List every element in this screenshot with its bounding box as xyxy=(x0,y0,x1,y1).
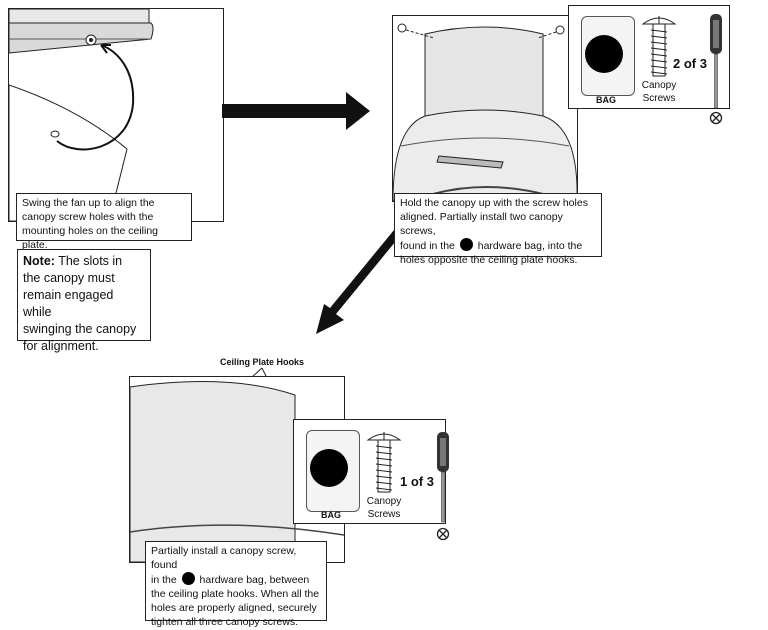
canopy-screw-icon xyxy=(641,16,677,77)
bag-dot-icon xyxy=(585,35,623,73)
screw-label-line2: Screws xyxy=(642,93,676,104)
canopy-drawing xyxy=(393,26,577,201)
step1-caption-line: canopy screw holes with the xyxy=(22,211,154,223)
step2-caption-text: found in the xyxy=(400,240,455,252)
screw-label-line1: Canopy xyxy=(366,496,402,507)
step3-caption-line: Partially install a canopy screw, found xyxy=(151,545,297,571)
step3-illustration xyxy=(129,376,345,563)
canopy-drawing-large xyxy=(130,381,344,562)
step2-hardware-box: BAG Canopy Screws 2 of 3 xyxy=(568,5,730,109)
screw-count: 1 of 3 xyxy=(400,474,434,489)
screwdriver-icon xyxy=(437,432,449,523)
step3-caption: Partially install a canopy screw, found … xyxy=(145,541,327,628)
screw-left-icon xyxy=(397,23,435,39)
bag-label: BAG xyxy=(596,95,616,105)
step2-caption-text: hardware bag, into the xyxy=(477,240,583,252)
step2-caption-line: aligned. Partially install two canopy sc… xyxy=(400,211,563,237)
note-line: swinging the canopy xyxy=(23,322,137,336)
diagonal-arrow-icon xyxy=(316,230,400,334)
right-arrow-icon xyxy=(222,92,370,130)
step1-caption-line: mounting holes on the ceiling plate. xyxy=(22,225,159,251)
note-line: The slots in xyxy=(58,254,123,268)
step1-caption-line: Swing the fan up to align the xyxy=(22,197,155,209)
hardware-bag-dot-icon xyxy=(181,572,195,585)
step3-caption-line: holes are properly aligned, securely xyxy=(151,602,317,614)
screw-count: 2 of 3 xyxy=(673,56,707,71)
hardware-bag-dot-icon xyxy=(459,238,473,251)
step2-caption: Hold the canopy up with the screw holes … xyxy=(394,193,602,266)
note-line: remain engaged while xyxy=(23,288,114,319)
bag-label: BAG xyxy=(321,510,341,520)
screwdriver-icon xyxy=(710,14,722,109)
screw-right-icon xyxy=(537,25,565,39)
step3-hardware-box: BAG Canopy Screws 1 of 3 xyxy=(293,419,446,524)
bag-dot-icon xyxy=(310,449,348,487)
note-line: for alignment. xyxy=(23,339,99,353)
step2-caption-line: Hold the canopy up with the screw holes xyxy=(400,197,588,209)
fan-swing-drawing xyxy=(9,9,154,221)
note-box: Note: The slots in the canopy must remai… xyxy=(17,249,151,353)
step3-caption-line2: in the hardware bag, between xyxy=(151,572,321,587)
step3-caption-line: tighten all three canopy screws. xyxy=(151,616,299,628)
step3-caption-line: the ceiling plate hooks. When all the xyxy=(151,588,320,600)
step2-caption-line: holes opposite the ceiling plate hooks. xyxy=(400,254,578,266)
screw-label-line1: Canopy xyxy=(641,80,677,91)
ceiling-plate-hooks-label: Ceiling Plate Hooks xyxy=(220,357,305,367)
step2-illustration xyxy=(392,15,578,202)
canopy-screw-icon xyxy=(366,432,402,493)
screw-label-line2: Screws xyxy=(367,509,401,520)
step3-caption-text: in the xyxy=(151,574,177,586)
step1-illustration xyxy=(8,8,224,222)
note-line: the canopy must xyxy=(23,271,115,285)
step2-caption-line3: found in the hardware bag, into the xyxy=(400,238,596,253)
step3-caption-text: hardware bag, between xyxy=(199,574,310,586)
note-label: Note: xyxy=(23,254,55,268)
phillips-tip-icon xyxy=(436,527,450,541)
step1-caption: Swing the fan up to align the canopy scr… xyxy=(16,193,192,251)
phillips-tip-icon xyxy=(709,111,723,125)
